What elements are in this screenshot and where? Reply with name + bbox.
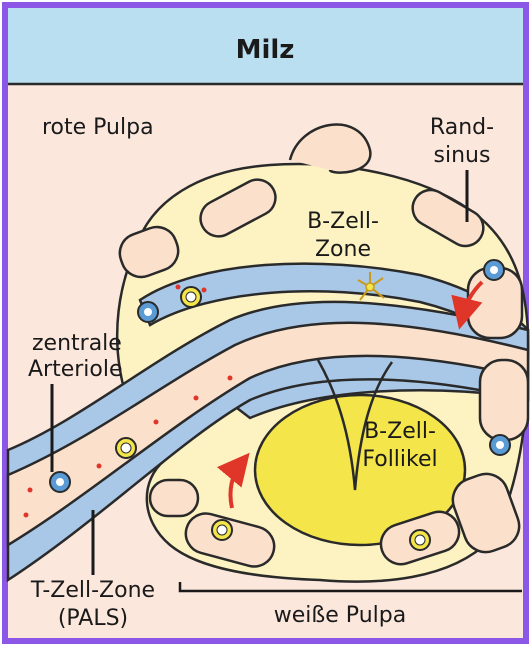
red-dot: [24, 513, 29, 518]
blue-cell: [490, 266, 498, 274]
lobe: [480, 360, 528, 440]
label-b-follicle-1: B-Zell-: [364, 419, 436, 444]
red-dot: [176, 285, 181, 290]
label-central-arteriole-2: Arteriole: [28, 357, 123, 382]
red-dot: [194, 396, 199, 401]
label-red-pulp: rote Pulpa: [42, 115, 154, 140]
label-white-pulp: weiße Pulpa: [274, 603, 406, 628]
label-marginal-sinus-1: Rand-: [430, 115, 494, 140]
blue-cell: [56, 478, 64, 486]
red-dot: [228, 376, 233, 381]
blue-cell: [144, 308, 152, 316]
yellow-cell: [217, 525, 227, 535]
dendritic-cell-body: [366, 283, 374, 291]
red-dot: [28, 488, 33, 493]
label-b-zone-1: B-Zell-: [307, 209, 379, 234]
yellow-cell: [415, 535, 425, 545]
label-central-arteriole-1: zentrale: [32, 331, 122, 356]
yellow-cell: [121, 443, 131, 453]
red-dot: [202, 288, 207, 293]
yellow-cell: [186, 292, 196, 302]
red-dot: [97, 464, 102, 469]
label-b-follicle-2: Follikel: [362, 447, 437, 472]
label-marginal-sinus-2: sinus: [434, 143, 491, 168]
label-t-zone-1: T-Zell-Zone: [30, 578, 155, 603]
label-t-zone-2: (PALS): [58, 606, 128, 631]
blue-cell: [496, 441, 504, 449]
red-dot: [154, 420, 159, 425]
diagram-title: Milz: [236, 35, 295, 65]
lobe: [150, 480, 198, 516]
label-b-zone-2: Zone: [315, 237, 371, 262]
